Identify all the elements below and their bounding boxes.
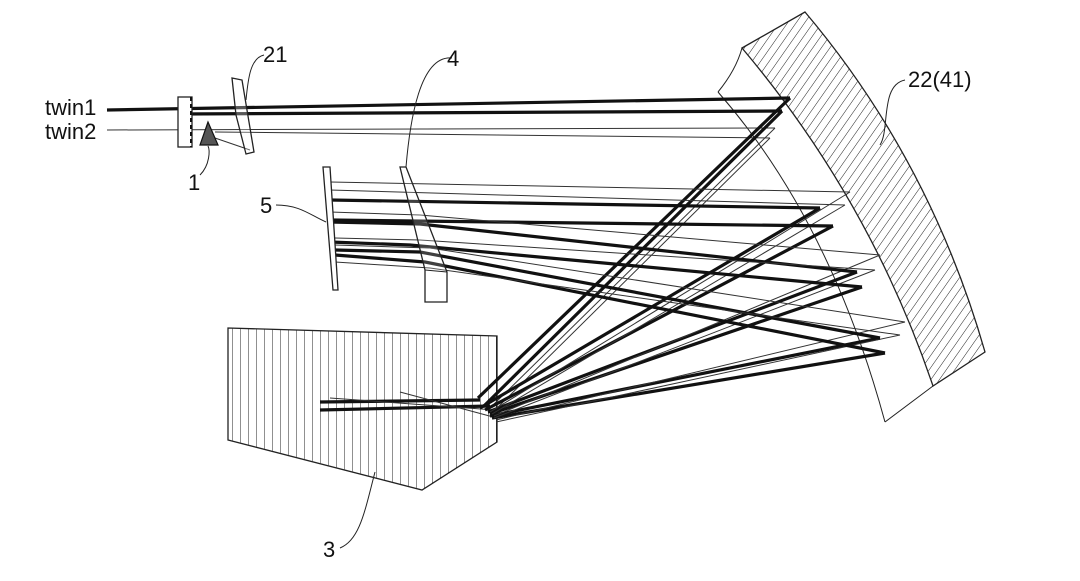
label-element5: 5 <box>260 193 272 218</box>
flat-plate <box>322 166 339 291</box>
concave-mirror <box>717 11 986 423</box>
label-mirror: 22(41) <box>908 67 972 92</box>
label-lens: 21 <box>263 42 287 67</box>
entrance-slit <box>177 96 193 148</box>
source-prism <box>199 120 219 146</box>
lens <box>231 77 255 155</box>
label-twin2: twin2 <box>45 119 96 144</box>
label-element4: 4 <box>447 46 459 71</box>
label-source: 1 <box>188 170 200 195</box>
light-rays <box>106 96 906 423</box>
wedge-plate <box>399 166 448 303</box>
label-twin1: twin1 <box>45 95 96 120</box>
label-element3: 3 <box>323 537 335 562</box>
